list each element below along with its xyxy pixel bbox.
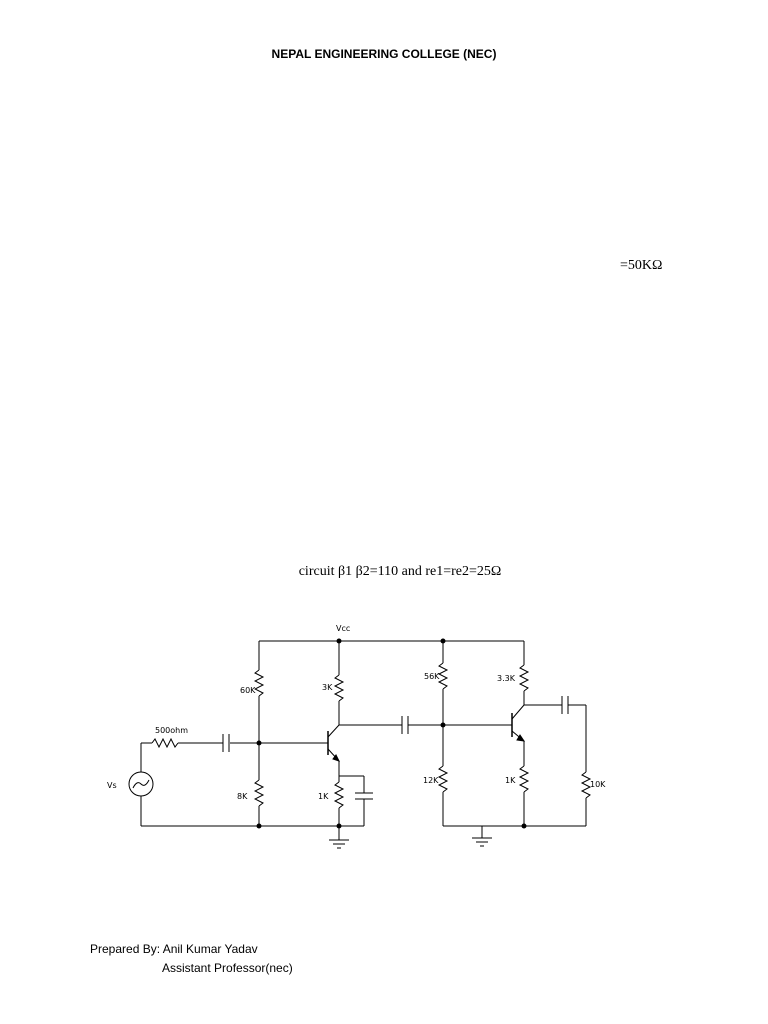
junction-dot xyxy=(256,740,262,746)
circuit-caption: circuit β1 β2=110 and re1=re2=25Ω xyxy=(298,564,502,579)
resistor-1k-stage1 xyxy=(333,781,345,809)
junction-dot xyxy=(440,722,446,728)
label-60k: 60K xyxy=(240,686,256,695)
junction-dot xyxy=(336,823,342,829)
input-resistance-text: =50KΩ xyxy=(620,258,663,273)
label-vs: Vs xyxy=(107,781,117,790)
label-vcc: Vcc xyxy=(336,624,350,633)
resistor-1k-stage2 xyxy=(518,765,530,793)
prepared-by-text: Prepared By: Anil Kumar Yadav xyxy=(90,942,258,956)
resistor-60k xyxy=(253,669,265,697)
label-1k-stage2: 1K xyxy=(505,776,516,785)
label-10k: 10K xyxy=(590,780,606,789)
resistor-3k xyxy=(333,674,345,702)
junction-dot xyxy=(336,638,342,644)
label-1k-stage1: 1K xyxy=(318,792,329,801)
junction-dot xyxy=(440,638,446,644)
resistor-12k xyxy=(437,765,449,793)
resistor-500ohm xyxy=(151,737,179,749)
document-header: NEPAL ENGINEERING COLLEGE (NEC) xyxy=(271,47,497,61)
junction-dot xyxy=(256,823,262,829)
label-3k: 3K xyxy=(322,683,333,692)
resistor-3.3k xyxy=(518,664,530,692)
resistor-56k xyxy=(437,662,449,690)
label-8k: 8K xyxy=(237,792,248,801)
label-56k: 56K xyxy=(424,672,440,681)
label-12k: 12K xyxy=(423,776,439,785)
designation-text: Assistant Professor(nec) xyxy=(162,961,293,975)
resistor-10k xyxy=(580,771,592,799)
label-3.3k: 3.3K xyxy=(497,674,516,683)
label-500ohm: 500ohm xyxy=(155,726,188,735)
junction-dot xyxy=(521,823,527,829)
resistor-8k xyxy=(253,779,265,807)
